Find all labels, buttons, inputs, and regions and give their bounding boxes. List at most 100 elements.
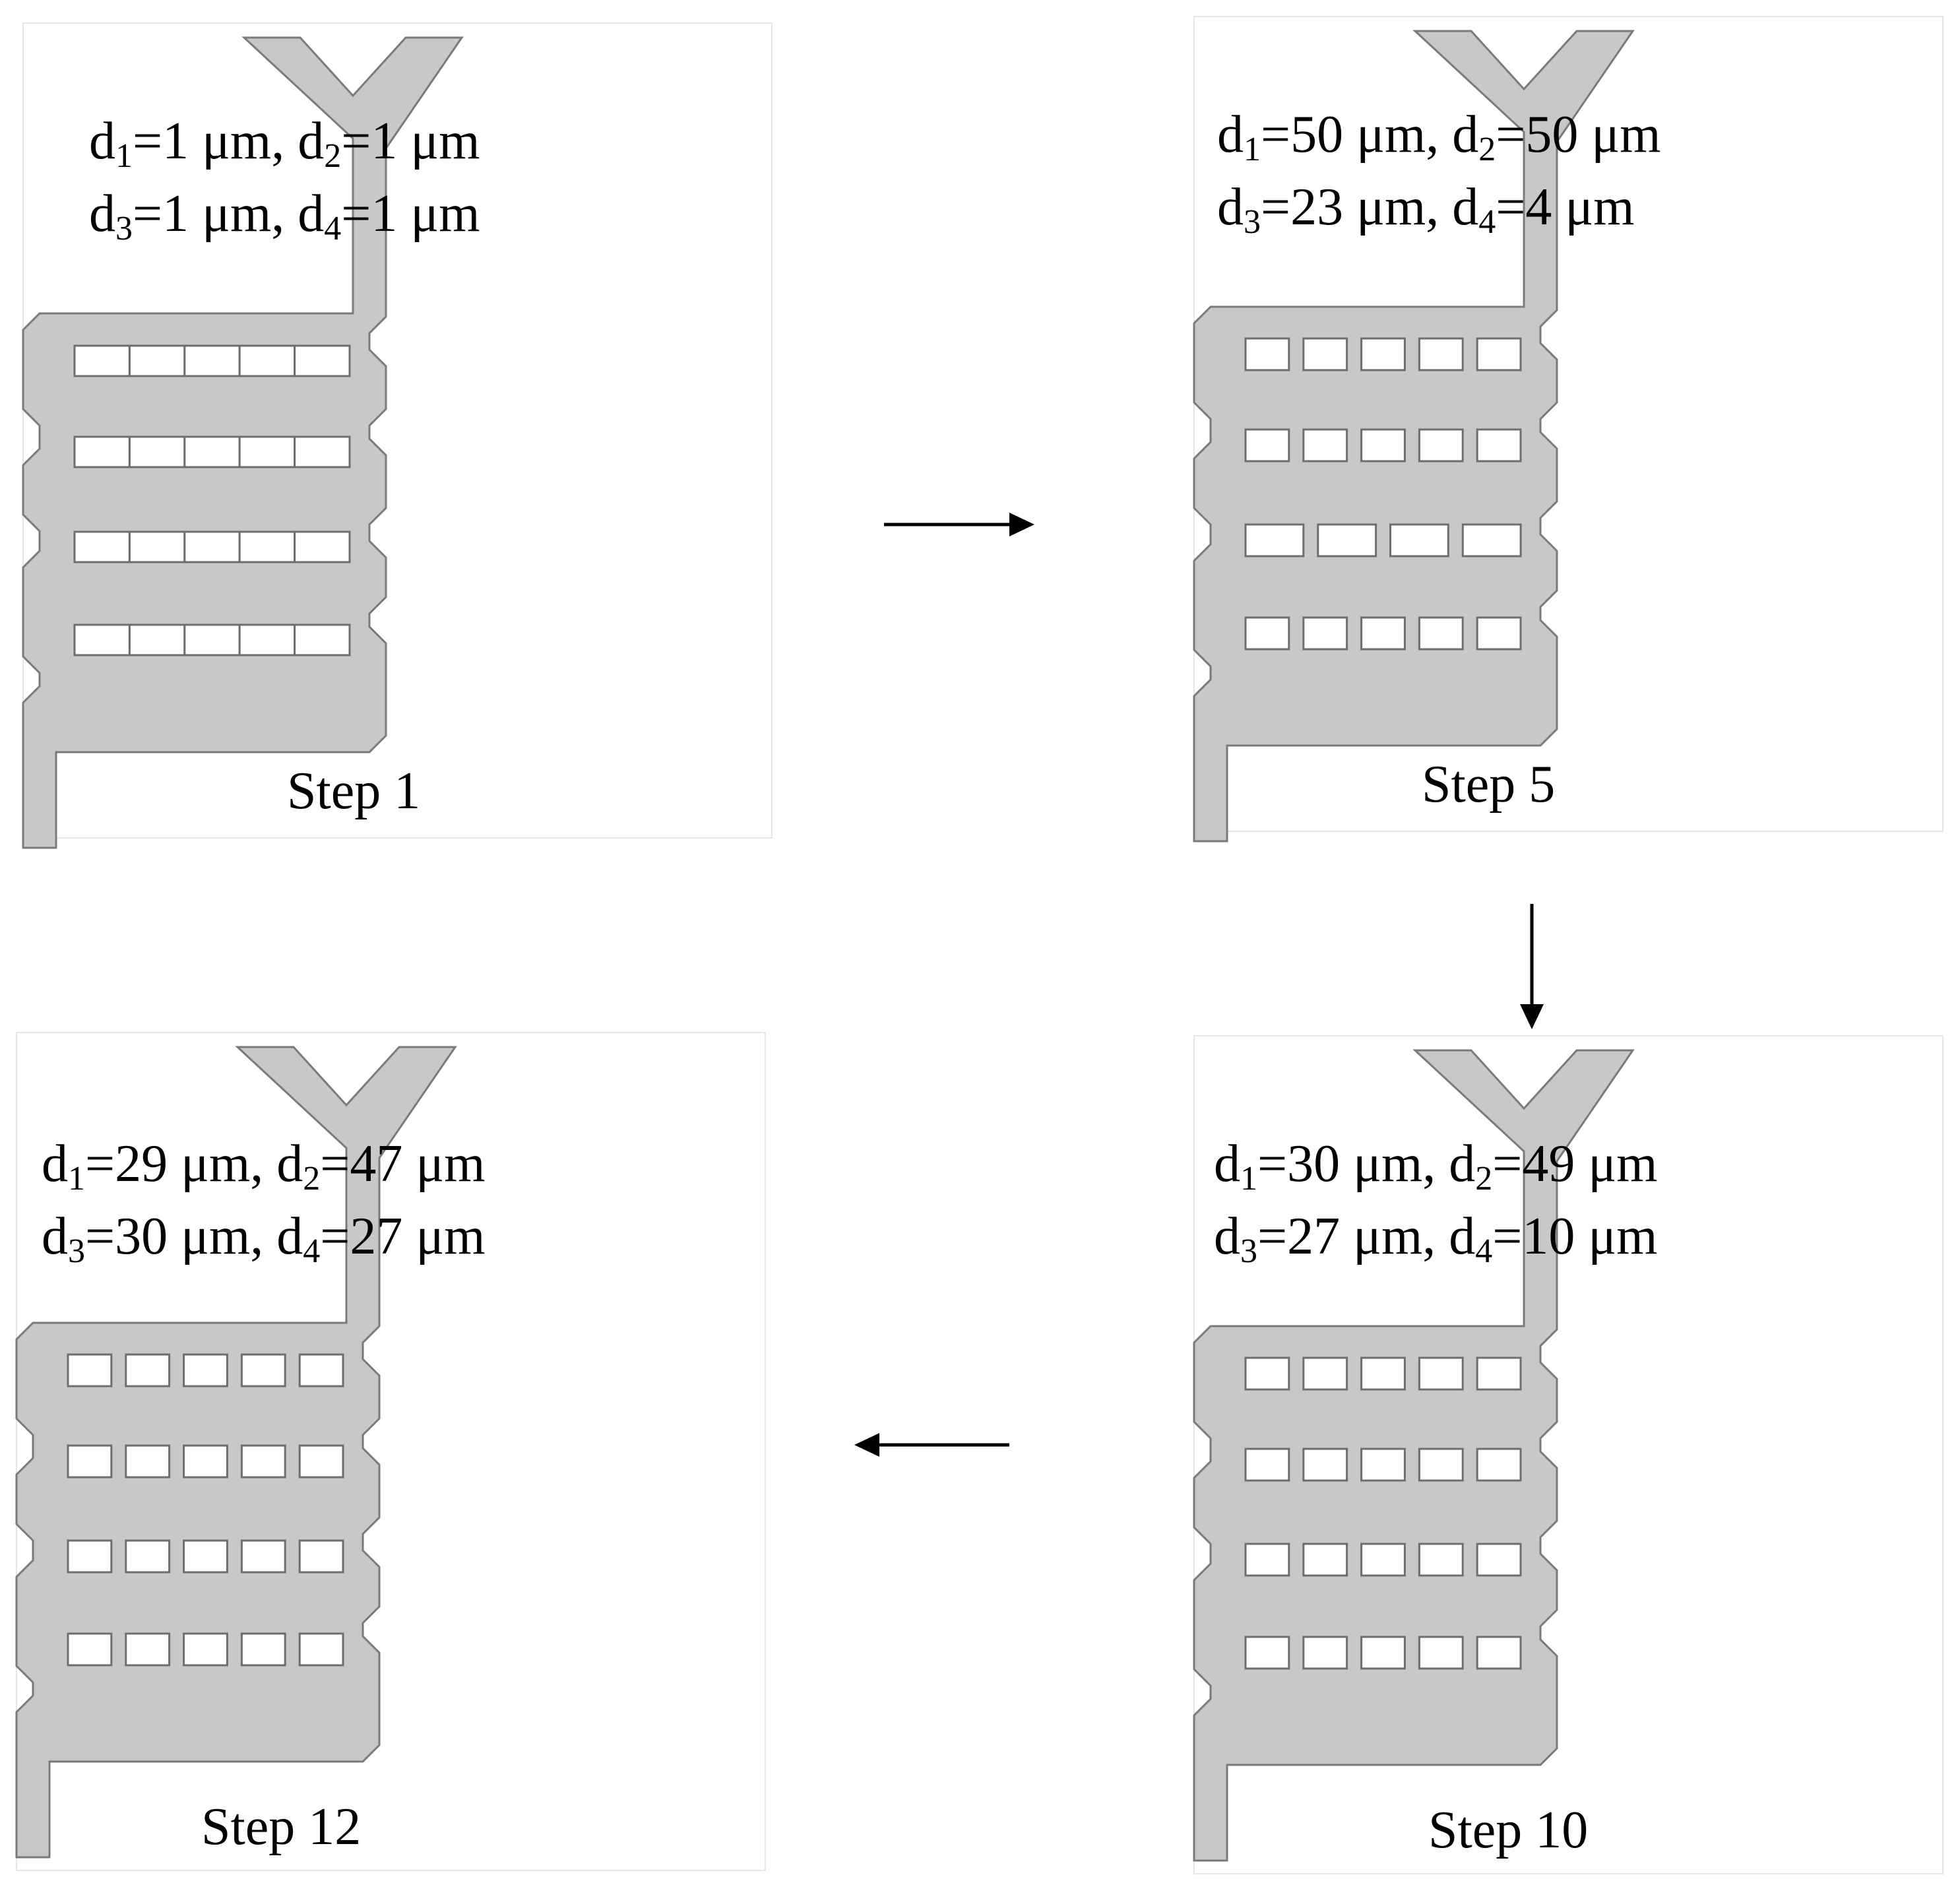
slot-hole <box>1302 1636 1348 1670</box>
slot-hole <box>1418 1636 1464 1670</box>
slot-hole <box>1418 1448 1464 1482</box>
slot-hole <box>67 1632 113 1667</box>
slot-hole <box>128 344 186 377</box>
slot-hole <box>1476 1356 1522 1391</box>
slot-hole <box>294 623 351 656</box>
slot-hole <box>1244 428 1290 462</box>
slot-hole <box>183 623 241 656</box>
serpentine-trace <box>1193 1049 1635 1862</box>
panel-step-1: d1=1 μm, d2=1 μm d3=1 μm, d4=1 μm Step 1 <box>22 22 773 849</box>
parameter-line-2: d3=30 μm, d4=27 μm <box>42 1207 486 1270</box>
slot-hole <box>67 1444 113 1479</box>
slot-hole <box>238 435 296 468</box>
slot-hole <box>1244 337 1290 371</box>
serpentine-trace <box>22 36 464 849</box>
slot-hole <box>1317 523 1377 558</box>
slot-hole <box>128 530 186 563</box>
parameter-line-2: d3=23 μm, d4=4 μm <box>1217 178 1635 241</box>
slot-hole <box>238 623 296 656</box>
slot-hole <box>298 1632 344 1667</box>
step-label: Step 5 <box>1422 755 1555 813</box>
slot-hole <box>240 1632 286 1667</box>
slot-hole <box>240 1353 286 1387</box>
slot-hole <box>73 530 131 563</box>
slot-hole <box>238 530 296 563</box>
slot-hole <box>73 623 131 656</box>
slot-hole <box>1476 1448 1522 1482</box>
arrow-down-head <box>1520 1004 1544 1029</box>
slot-hole <box>1244 616 1290 651</box>
slot-hole <box>1360 1543 1406 1577</box>
slot-hole <box>67 1539 113 1574</box>
panel-step-5: d1=50 μm, d2=50 μm d3=23 μm, d4=4 μm Ste… <box>1193 16 1944 843</box>
slot-hole <box>1461 523 1522 558</box>
slot-hole <box>294 530 351 563</box>
parameter-line-1: d1=30 μm, d2=49 μm <box>1214 1135 1658 1197</box>
step-label: Step 10 <box>1428 1801 1588 1859</box>
panel-step-10: d1=30 μm, d2=49 μm d3=27 μm, d4=10 μm St… <box>1193 1035 1944 1874</box>
arrow-left <box>854 1433 1009 1457</box>
slot-hole <box>1360 428 1406 462</box>
slot-hole <box>1244 1356 1290 1391</box>
slot-hole <box>125 1444 171 1479</box>
slot-hole <box>1476 1543 1522 1577</box>
slot-hole <box>183 1632 228 1667</box>
slot-hole <box>1418 1543 1464 1577</box>
slot-hole <box>125 1353 171 1387</box>
slot-hole <box>1244 1636 1290 1670</box>
slot-hole <box>1360 1636 1406 1670</box>
slot-hole <box>298 1353 344 1387</box>
slot-hole <box>1244 1543 1290 1577</box>
slot-hole <box>1360 1448 1406 1482</box>
slot-hole <box>183 1539 228 1574</box>
slot-hole <box>183 1353 228 1387</box>
parameter-line-1: d1=1 μm, d2=1 μm <box>89 112 480 175</box>
serpentine-trace <box>1193 30 1635 843</box>
parameter-line-2: d3=1 μm, d4=1 μm <box>89 185 480 247</box>
slot-hole <box>1418 337 1464 371</box>
slot-hole <box>1476 616 1522 651</box>
serpentine-trace <box>15 1046 457 1859</box>
slot-hole <box>73 435 131 468</box>
arrow-right <box>884 513 1034 536</box>
slot-hole <box>1476 337 1522 371</box>
arrow-down <box>1520 904 1544 1029</box>
slot-hole <box>1476 428 1522 462</box>
slot-hole <box>1244 523 1305 558</box>
slot-hole <box>1476 1636 1522 1670</box>
slot-hole <box>73 344 131 377</box>
slot-hole <box>183 435 241 468</box>
slot-hole <box>183 1444 228 1479</box>
slot-hole <box>1360 337 1406 371</box>
slot-hole <box>294 344 351 377</box>
slot-hole <box>294 435 351 468</box>
slot-hole <box>128 623 186 656</box>
slot-hole <box>1244 1448 1290 1482</box>
slot-hole <box>1302 1543 1348 1577</box>
panel-step-12: d1=29 μm, d2=47 μm d3=30 μm, d4=27 μm St… <box>15 1032 766 1871</box>
slot-hole <box>298 1539 344 1574</box>
slot-hole <box>183 344 241 377</box>
parameter-line-1: d1=29 μm, d2=47 μm <box>42 1135 486 1197</box>
parameter-line-2: d3=27 μm, d4=10 μm <box>1214 1207 1658 1270</box>
step-label: Step 12 <box>201 1798 361 1856</box>
slot-hole <box>1302 616 1348 651</box>
slot-hole <box>183 530 241 563</box>
slot-hole <box>1360 616 1406 651</box>
slot-hole <box>240 1539 286 1574</box>
slot-hole <box>67 1353 113 1387</box>
slot-hole <box>1302 1356 1348 1391</box>
slot-hole <box>240 1444 286 1479</box>
slot-hole <box>1418 616 1464 651</box>
slot-hole <box>128 435 186 468</box>
step-label: Step 1 <box>287 762 420 820</box>
arrow-left-head <box>854 1433 879 1457</box>
slot-hole <box>125 1539 171 1574</box>
slot-hole <box>1389 523 1449 558</box>
slot-hole <box>1302 1448 1348 1482</box>
slot-hole <box>125 1632 171 1667</box>
slot-hole <box>1302 337 1348 371</box>
slot-hole <box>1360 1356 1406 1391</box>
slot-hole <box>1418 1356 1464 1391</box>
